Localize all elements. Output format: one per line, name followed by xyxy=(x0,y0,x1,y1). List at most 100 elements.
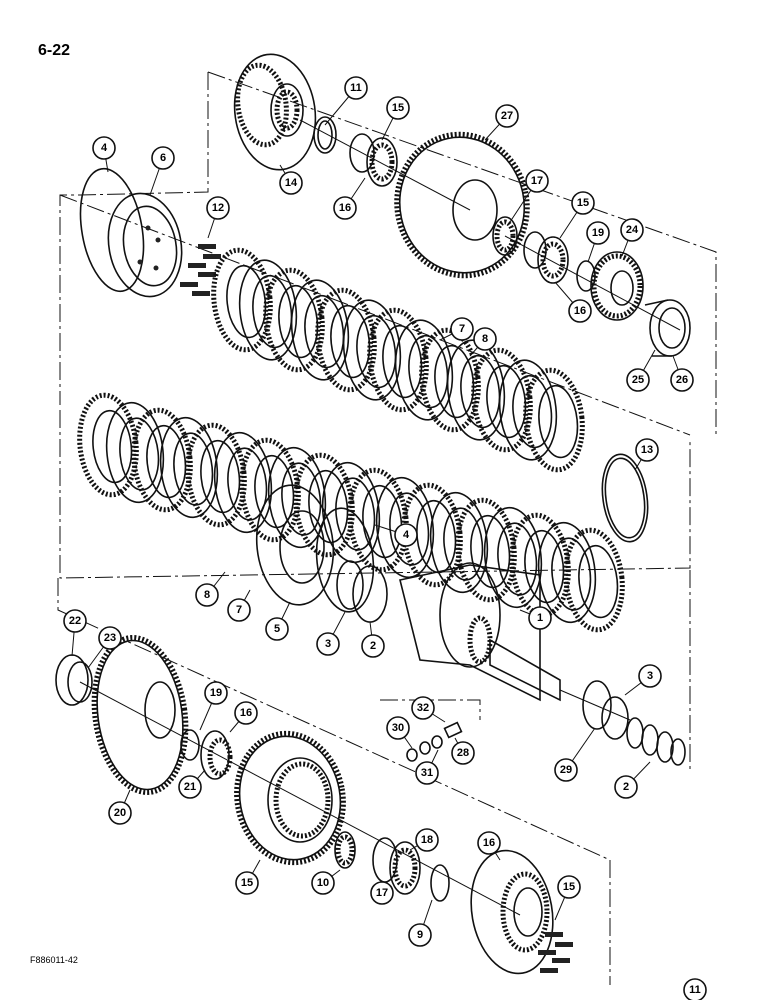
callout-label: 21 xyxy=(184,781,196,793)
callout-label: 11 xyxy=(689,984,701,996)
callout-circle xyxy=(279,171,303,195)
callout-label: 20 xyxy=(114,807,126,819)
lower-gear-group xyxy=(55,635,573,975)
callout-label: 30 xyxy=(392,722,404,734)
callout-label: 7 xyxy=(459,323,465,335)
callout-circle xyxy=(415,828,439,852)
callout-label: 10 xyxy=(317,877,329,889)
callout-label: 16 xyxy=(483,837,495,849)
callout-label: 15 xyxy=(577,197,589,209)
callout-circle xyxy=(528,606,552,630)
callout-label: 2 xyxy=(370,640,376,652)
callout-label: 3 xyxy=(325,638,331,650)
callout-circle xyxy=(234,701,258,725)
lower-disc-pack xyxy=(77,392,625,633)
callout-circle xyxy=(195,583,219,607)
callout-circle xyxy=(265,617,289,641)
callout-circle xyxy=(316,632,340,656)
callout-circle xyxy=(206,196,230,220)
callout-label: 1 xyxy=(537,612,543,624)
callout-label: 8 xyxy=(204,589,210,601)
callout-circle xyxy=(626,368,650,392)
callout-circle xyxy=(614,775,638,799)
callout-circle xyxy=(235,871,259,895)
callout-label: 25 xyxy=(632,374,644,386)
callout-label: 4 xyxy=(101,142,108,154)
callout-circle xyxy=(63,609,87,633)
callout-label: 27 xyxy=(501,110,513,122)
callout-circle xyxy=(525,169,549,193)
callout-circle xyxy=(638,664,662,688)
callout-circle xyxy=(683,978,707,1000)
callout-label: 8 xyxy=(482,333,488,345)
callout-circle xyxy=(415,761,439,785)
callout-label: 3 xyxy=(647,670,653,682)
snap-ring-13 xyxy=(601,453,649,543)
callout-label: 19 xyxy=(210,687,222,699)
callout-label: 13 xyxy=(641,444,653,456)
callout-circle xyxy=(151,146,175,170)
shaft-group xyxy=(255,484,686,766)
upper-gear-group xyxy=(233,53,691,357)
callout-circle xyxy=(204,681,228,705)
callout-label: 9 xyxy=(417,929,423,941)
callout-circle xyxy=(98,626,122,650)
callout-label: 14 xyxy=(285,177,298,189)
callout-label: 31 xyxy=(421,767,433,779)
callout-circle xyxy=(311,871,335,895)
callout-label: 23 xyxy=(104,632,116,644)
piston-group xyxy=(79,167,221,298)
spring-set-upper xyxy=(180,244,221,296)
callout-circle xyxy=(394,523,418,547)
callout-label: 4 xyxy=(403,529,410,541)
callout-circle xyxy=(635,438,659,462)
callout-circle xyxy=(333,196,357,220)
phantom-boundaries xyxy=(57,71,717,985)
callout-circle xyxy=(411,696,435,720)
callout-circle xyxy=(495,104,519,128)
callout-label: 15 xyxy=(392,102,404,114)
callout-circle xyxy=(568,299,592,323)
callout-label: 17 xyxy=(376,887,388,899)
callout-circle xyxy=(451,741,475,765)
callout-label: 28 xyxy=(457,747,469,759)
callout-label: 16 xyxy=(574,305,586,317)
callout-label: 5 xyxy=(274,623,280,635)
callout-label: 7 xyxy=(236,604,242,616)
spring-set-lower xyxy=(538,932,573,973)
callout-circle xyxy=(450,317,474,341)
callout-label: 12 xyxy=(212,202,224,214)
callout-circle xyxy=(227,598,251,622)
callout-circle xyxy=(108,801,132,825)
callout-circle xyxy=(571,191,595,215)
callout-circle xyxy=(361,634,385,658)
page-number: 6-22 xyxy=(38,42,71,59)
callout-label: 24 xyxy=(626,224,639,236)
callout-label: 17 xyxy=(531,175,543,187)
callout-circle xyxy=(178,775,202,799)
callout-label: 15 xyxy=(241,877,253,889)
callout-label: 11 xyxy=(350,82,362,94)
callout-circle xyxy=(386,96,410,120)
callout-label: 15 xyxy=(563,881,575,893)
callout-circle xyxy=(554,758,578,782)
callout-label: 16 xyxy=(339,202,351,214)
callout-circle xyxy=(408,923,432,947)
upper-disc-pack xyxy=(211,247,585,473)
callout-label: 2 xyxy=(623,781,629,793)
callout-label: 22 xyxy=(69,615,81,627)
callout-circle xyxy=(670,368,694,392)
callout-circle xyxy=(557,875,581,899)
callout-circle xyxy=(473,327,497,351)
callout-label: 19 xyxy=(592,227,604,239)
callout-label: 18 xyxy=(421,834,433,846)
callout-circle xyxy=(586,221,610,245)
callout-circle xyxy=(92,136,116,160)
callout-label: 32 xyxy=(417,702,429,714)
callout-label: 16 xyxy=(240,707,252,719)
callout-label: 29 xyxy=(560,764,572,776)
callout-circle xyxy=(370,881,394,905)
callout-circle xyxy=(344,76,368,100)
